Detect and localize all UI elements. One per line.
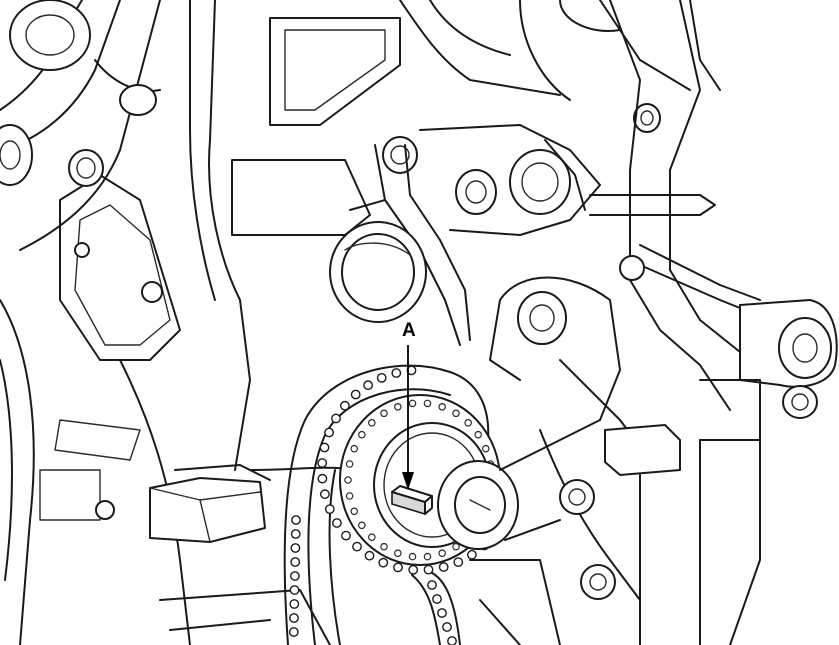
chain-roller — [290, 557, 301, 567]
left-lower-block — [149, 464, 361, 645]
sprocket-tooth — [408, 399, 417, 408]
chain-roller — [352, 541, 362, 552]
sprocket-tooth — [474, 430, 483, 439]
chain-roller — [324, 427, 334, 438]
chain-roller — [317, 458, 328, 468]
chain-roller — [288, 627, 299, 637]
chain-roller — [391, 368, 402, 378]
sprocket-tooth — [423, 399, 432, 408]
chain-roller — [427, 580, 437, 590]
timing-chain — [283, 364, 509, 645]
sprocket-tooth — [438, 549, 447, 558]
crankshaft-nose — [437, 419, 601, 550]
sprocket-tooth — [452, 542, 460, 551]
chain-roller — [432, 594, 442, 604]
chain-roller — [364, 550, 375, 561]
chain-roller — [363, 380, 373, 391]
chain-roller — [376, 372, 387, 383]
chain-roller — [289, 585, 300, 595]
sprocket-tooth — [380, 409, 388, 418]
upper-housing — [231, 0, 721, 236]
sprocket-tooth — [367, 418, 376, 427]
chain-roller — [331, 413, 341, 424]
chain-roller — [350, 389, 361, 400]
chain-roller — [466, 549, 477, 560]
sprocket-tooth — [423, 552, 432, 561]
callout-a: A — [402, 320, 416, 490]
sprocket-tooth — [452, 409, 460, 418]
chain-roller — [289, 571, 300, 581]
chain-roller — [324, 504, 335, 514]
timing-cover-right — [489, 0, 761, 461]
chain-roller — [291, 515, 301, 525]
chain-roller — [423, 564, 434, 575]
chain-roller — [408, 564, 419, 575]
chain-roller — [290, 543, 301, 553]
chain-roller — [319, 442, 330, 453]
chain-roller — [290, 529, 301, 539]
sprocket-tooth — [350, 444, 359, 453]
left-bolts — [68, 149, 163, 520]
sprocket-tooth — [350, 507, 359, 516]
chain-roller — [438, 562, 449, 572]
idler-arm — [699, 299, 838, 645]
sprocket-tooth — [438, 402, 447, 411]
chain-roller — [393, 562, 403, 573]
sprocket-tooth — [345, 492, 354, 500]
callout-a-label: A — [402, 320, 416, 341]
sprocket-tooth — [345, 460, 354, 468]
coolant-port — [329, 221, 427, 323]
lower-right-block — [469, 424, 681, 645]
sprocket-tooth — [357, 521, 366, 530]
sprocket-tooth — [393, 549, 402, 558]
chain-roller — [437, 608, 447, 618]
sprocket-tooth — [344, 476, 352, 484]
woodruff-key — [391, 485, 433, 516]
chain-roller — [319, 489, 330, 500]
chain-roller — [453, 557, 464, 567]
sprocket-tooth — [380, 542, 388, 551]
upper-bolts — [382, 103, 661, 215]
sprocket-tooth — [393, 402, 402, 411]
sprocket-tooth — [367, 533, 376, 542]
sprocket-tooth — [408, 552, 417, 561]
sprocket-tooth — [357, 430, 366, 439]
chain-roller — [378, 557, 389, 568]
top-left-pulley — [0, 0, 161, 186]
chain-roller — [331, 518, 342, 528]
chain-roller — [442, 622, 452, 632]
sprocket-tooth — [464, 418, 473, 427]
chain-roller — [289, 599, 300, 609]
chain-roller — [317, 473, 328, 484]
chain-roller — [447, 636, 457, 645]
sprocket-tooth — [481, 444, 490, 453]
chain-roller — [339, 400, 350, 411]
chain-roller — [341, 530, 351, 541]
timing-cover-left — [0, 0, 251, 645]
chain-roller — [289, 613, 299, 623]
